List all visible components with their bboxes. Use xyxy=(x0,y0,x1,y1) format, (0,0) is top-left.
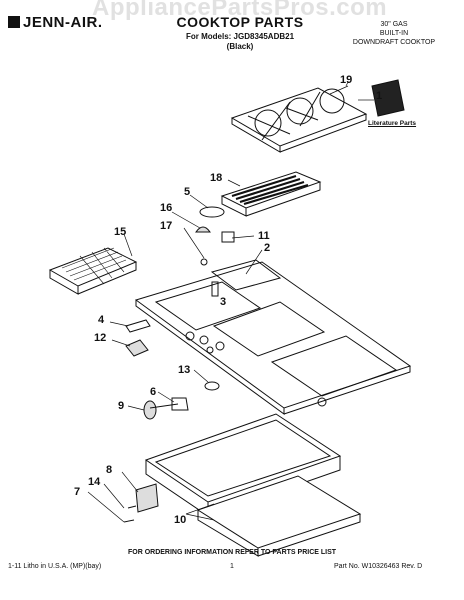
bracket xyxy=(125,319,151,333)
callout-14: 14 xyxy=(88,476,101,488)
brand-name: JENN-AIR. xyxy=(23,14,103,31)
valve-knob xyxy=(143,400,157,420)
callout-6: 6 xyxy=(150,386,157,398)
callout-1: 1 xyxy=(376,90,383,102)
switch-plate xyxy=(199,206,225,218)
callout-2: 2 xyxy=(264,242,271,254)
callout-18: 18 xyxy=(210,172,223,184)
ignition-module xyxy=(125,339,149,357)
grease-filter xyxy=(48,247,138,295)
desc-line-1: 30" GAS xyxy=(380,21,408,28)
knob-small xyxy=(195,226,211,233)
grommet xyxy=(204,381,220,391)
bracket-plate xyxy=(135,483,159,513)
callout-16: 16 xyxy=(160,202,173,214)
brand-logo: JENN-AIR. xyxy=(8,14,128,34)
callout-5: 5 xyxy=(184,186,191,198)
switch xyxy=(221,231,235,243)
downdraft-grille xyxy=(220,171,322,217)
footer-litho: 1-11 Litho in U.S.A. (MP)(bay) xyxy=(8,563,102,570)
brand-logo-mark xyxy=(8,16,20,28)
desc-line-2: BUILT-IN xyxy=(379,30,409,37)
spring-clip xyxy=(200,258,208,266)
orifice xyxy=(171,397,189,411)
callout-19: 19 xyxy=(340,74,353,86)
burner-box-upper xyxy=(144,413,342,517)
callout-17: 17 xyxy=(160,220,173,232)
valve xyxy=(211,281,219,297)
model-info: For Models: JGD8345ADB21 (Black) xyxy=(160,32,320,52)
callout-13: 13 xyxy=(178,364,191,376)
callout-3: 3 xyxy=(220,296,227,308)
desc-line-3: DOWNDRAFT COOKTOP xyxy=(352,39,436,46)
burner-grate xyxy=(230,87,368,153)
cooktop-maintop xyxy=(134,259,412,415)
callout-15: 15 xyxy=(114,226,127,238)
callout-7: 7 xyxy=(74,486,81,498)
callout-8: 8 xyxy=(106,464,113,476)
callout-12: 12 xyxy=(94,332,107,344)
callout-4: 4 xyxy=(98,314,105,326)
product-description: 30" GAS BUILT-IN DOWNDRAFT COOKTOP xyxy=(330,20,458,47)
burner-box-lower xyxy=(196,475,362,557)
ordering-note: FOR ORDERING INFORMATION REFER TO PARTS … xyxy=(127,549,337,556)
footer-part-number: Part No. W10326463 Rev. D xyxy=(334,563,423,570)
watermark-text: AppliancePartsPros.com xyxy=(92,0,388,21)
screw xyxy=(123,519,135,523)
callout-11: 11 xyxy=(258,230,270,242)
models-color: (Black) xyxy=(226,42,254,51)
models-line: For Models: JGD8345ADB21 xyxy=(185,32,295,41)
literature-parts-label: Literature Parts xyxy=(368,120,417,127)
callout-10: 10 xyxy=(174,514,187,526)
page-title: COOKTOP PARTS xyxy=(176,14,304,30)
footer-page-number: 1 xyxy=(230,563,234,570)
callout-9: 9 xyxy=(118,400,125,412)
literature-parts xyxy=(371,79,405,117)
